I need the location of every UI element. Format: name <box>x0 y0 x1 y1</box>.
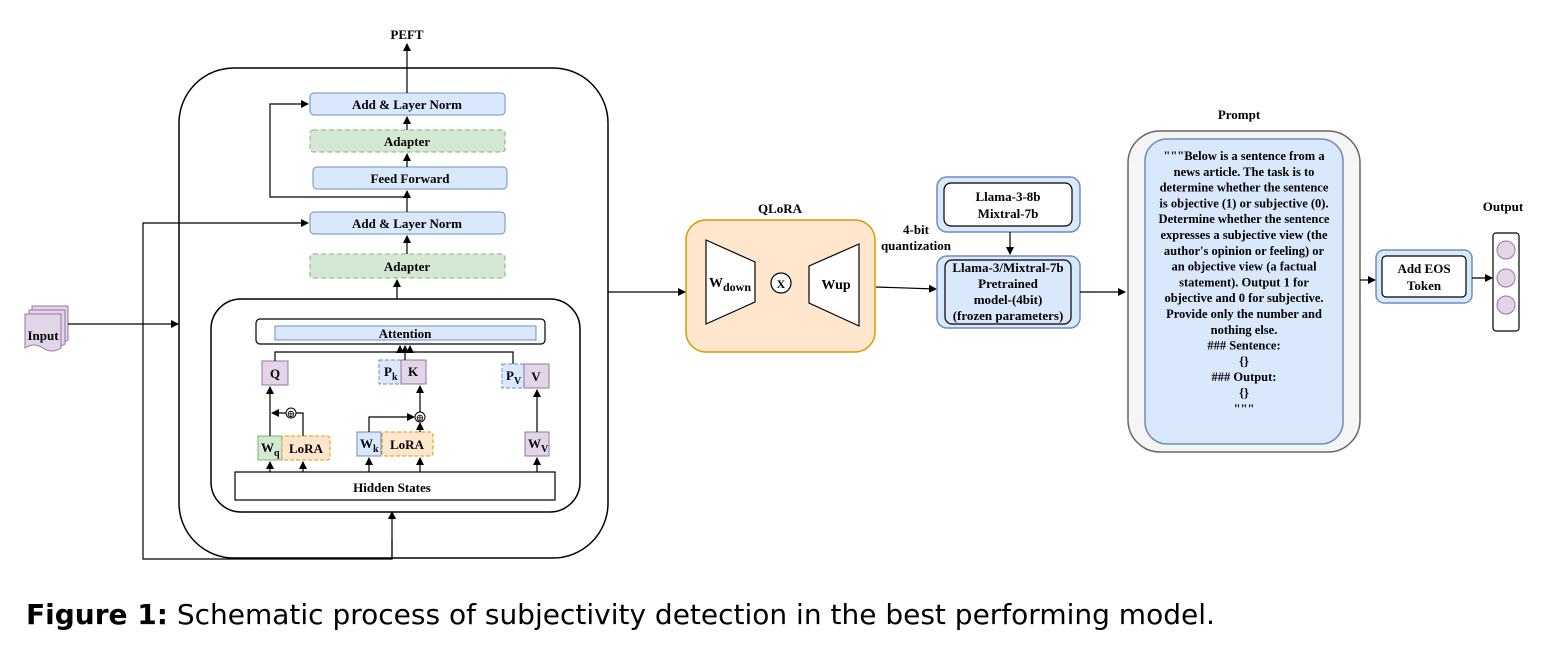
prompt-line: Provide only the number and <box>1166 307 1322 321</box>
pretrained-model-box: Llama-3/Mixtral-7b Pretrained model-(4bi… <box>936 255 1081 329</box>
arrow-wk-to-plus <box>368 413 415 432</box>
peft-title: PEFT <box>390 27 424 42</box>
prompt-line: objective and 0 for subjective. <box>1164 291 1323 305</box>
k-box: K <box>400 359 427 385</box>
pretrained-line-2: Pretrained <box>978 276 1038 291</box>
q-label: Q <box>270 366 280 381</box>
prompt-line: Determine whether the sentence <box>1159 212 1330 226</box>
wv-label: WV <box>528 436 549 455</box>
residual-connection-top <box>269 100 407 198</box>
prompt-line: {} <box>1239 354 1249 368</box>
v-box: V <box>523 363 550 389</box>
plus-node-k: ⊕ <box>414 411 426 424</box>
q-box: Q <box>261 360 289 386</box>
pk-box: Pk <box>378 359 402 385</box>
pretrained-line-3: model-(4bit) <box>974 292 1043 307</box>
w-up-trapezoid <box>808 243 860 327</box>
arrow-v-to-attention <box>406 345 514 364</box>
pk-label: Pk <box>384 364 398 383</box>
figure-caption: Figure 1: Schematic process of subjectiv… <box>26 598 1526 631</box>
add-norm-bottom-label: Add & Layer Norm <box>352 216 462 231</box>
prompt-line: nothing else. <box>1211 323 1278 337</box>
prompt-line: determine whether the sentence <box>1160 181 1329 195</box>
adapter-top-label: Adapter <box>384 134 430 149</box>
prompt-line: """ <box>1234 402 1255 416</box>
lora-k-label: LoRA <box>390 437 425 452</box>
prompt-title: Prompt <box>1218 107 1261 122</box>
arrow-lora-q-to-plus <box>296 412 304 436</box>
model-name-2: Mixtral-7b <box>978 206 1039 221</box>
peft-container <box>178 67 609 559</box>
k-label: K <box>408 364 419 379</box>
output-node-2 <box>1496 268 1516 288</box>
eos-box: Add EOS Token <box>1375 249 1473 304</box>
adapter-bottom-box: Adapter <box>309 253 506 279</box>
model-name-1: Llama-3-8b <box>976 189 1041 204</box>
caption-lead: Figure 1: <box>26 598 168 631</box>
plus-q-label: ⊕ <box>287 409 295 420</box>
prompt-line: statement). Output 1 for <box>1179 275 1309 289</box>
prompt-line: expresses a subjective view (the <box>1160 228 1328 242</box>
w-down-trapezoid <box>705 239 756 325</box>
feed-forward-label: Feed Forward <box>370 171 450 186</box>
architecture-diagram: PEFT Add & Layer Norm Adapter Feed Forwa… <box>24 27 1524 560</box>
attention-label: Attention <box>379 326 432 341</box>
hidden-states-box: Hidden States <box>234 471 556 501</box>
w-up-label: Wup <box>821 278 851 293</box>
hidden-states-label: Hidden States <box>353 480 431 495</box>
multiply-label: X <box>777 277 786 291</box>
lora-k-box: LoRA <box>381 431 434 457</box>
add-norm-top-label: Add & Layer Norm <box>352 97 462 112</box>
plus-k-label: ⊕ <box>416 413 424 424</box>
prompt-line: is objective (1) or subjective (0). <box>1159 196 1328 210</box>
output-node-1 <box>1496 240 1516 260</box>
wv-box: WV <box>524 431 550 457</box>
add-norm-top-box: Add & Layer Norm <box>309 92 506 116</box>
model-names-box: Llama-3-8b Mixtral-7b <box>936 176 1081 233</box>
pretrained-line-4: (frozen parameters) <box>953 308 1064 323</box>
prompt-line: """Below is a sentence from a <box>1163 149 1325 163</box>
qlora-title: QLoRA <box>758 201 803 216</box>
input-document-icon: Input <box>24 305 69 352</box>
caption-text: Schematic process of subjectivity detect… <box>167 598 1215 631</box>
attention-block <box>210 298 581 513</box>
prompt-line: news article. The task is to <box>1174 165 1315 179</box>
v-label: V <box>531 369 541 384</box>
output-title: Output <box>1483 199 1524 214</box>
input-label: Input <box>27 328 59 343</box>
arrow-q-to-attention <box>274 345 404 361</box>
quant-label-line-1: 4-bit <box>903 222 930 237</box>
lora-q-label: LoRA <box>289 441 324 456</box>
lora-q-box: LoRA <box>281 435 331 461</box>
wk-label: Wk <box>360 436 379 455</box>
prompt-line: ### Output: <box>1212 370 1277 384</box>
wq-label: Wq <box>261 440 280 459</box>
multiply-node <box>770 272 792 294</box>
prompt-line: ### Sentence: <box>1207 339 1280 353</box>
pv-label: PV <box>506 368 522 387</box>
pv-box: PV <box>501 363 525 389</box>
feed-forward-box: Feed Forward <box>312 166 508 190</box>
pretrained-line-1: Llama-3/Mixtral-7b <box>952 260 1063 275</box>
w-down-label: Wdown <box>709 276 751 294</box>
prompt-line: author's opinion or feeling) or <box>1164 244 1325 258</box>
add-norm-bottom-box: Add & Layer Norm <box>309 211 506 235</box>
eos-line-1: Add EOS <box>1397 261 1450 276</box>
prompt-line: an objective view (a factual <box>1171 260 1317 274</box>
eos-line-2: Token <box>1407 278 1442 293</box>
adapter-top-box: Adapter <box>309 129 506 153</box>
output-node-3 <box>1496 295 1516 315</box>
adapter-bottom-label: Adapter <box>384 259 430 274</box>
plus-node-q: ⊕ <box>285 407 297 420</box>
wk-box: Wk <box>356 431 382 457</box>
quant-label-line-2: quantization <box>881 238 952 253</box>
prompt-line: {} <box>1239 386 1249 400</box>
attention-bar <box>274 325 537 341</box>
prompt-text: """Below is a sentence from a news articl… <box>1159 149 1330 416</box>
arrow-qlora-to-model <box>875 284 937 293</box>
wq-box: Wq <box>257 435 283 461</box>
prompt-inner-box <box>1144 138 1344 445</box>
